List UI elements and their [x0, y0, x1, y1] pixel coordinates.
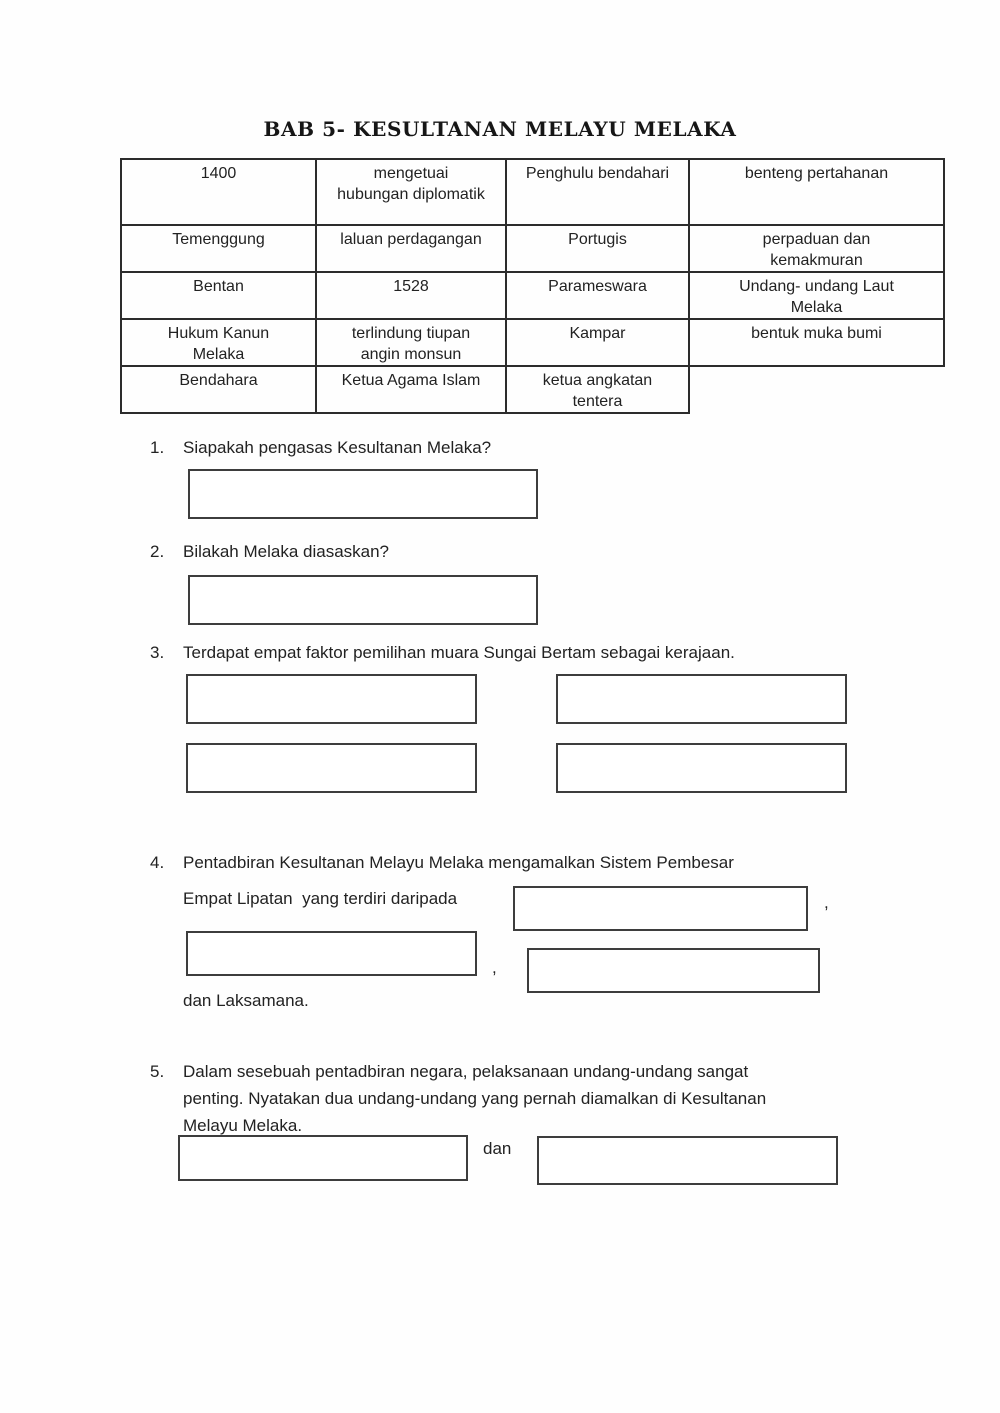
answer-box-q3-factor-2[interactable]	[556, 674, 847, 724]
word-bank-cell: Ketua Agama Islam	[315, 365, 507, 414]
word-bank-table: 1400 mengetuai hubungan diplomatik Pengh…	[120, 158, 945, 414]
question-4-text-line-end: dan Laksamana.	[183, 991, 309, 1010]
word-bank-row: Temenggung laluan perdagangan Portugis p…	[120, 224, 945, 273]
question-5-number: 5.	[150, 1062, 165, 1081]
question-4-text-line-1: Pentadbiran Kesultanan Melayu Melaka men…	[183, 853, 734, 872]
word-bank-cell: Kampar	[505, 318, 690, 367]
question-5-line-1: 5. Dalam sesebuah pentadbiran negara, pel…	[150, 1061, 748, 1082]
question-5-text-line-3: Melayu Melaka.	[183, 1116, 303, 1135]
word-bank-cell: 1528	[315, 271, 507, 320]
question-4-line-2: Empat Lipatan yang terdiri daripada	[183, 888, 457, 909]
answer-box-q5-law-1[interactable]	[178, 1135, 468, 1181]
word-bank-cell: 1400	[120, 158, 317, 226]
question-2: 2. Bilakah Melaka diasaskan?	[150, 541, 389, 562]
word-bank-cell: Hukum Kanun Melaka	[120, 318, 317, 367]
answer-box-q4-pembesar-2[interactable]	[186, 931, 477, 976]
question-4-text-line-2: Empat Lipatan yang terdiri daripada	[183, 889, 458, 908]
word-bank-cell: benteng pertahanan	[688, 158, 945, 226]
question-1: 1. Siapakah pengasas Kesultanan Melaka?	[150, 437, 491, 458]
question-3-text: Terdapat empat faktor pemilihan muara Su…	[183, 643, 735, 662]
word-bank-cell: Bentan	[120, 271, 317, 320]
answer-box-q3-factor-1[interactable]	[186, 674, 477, 724]
question-3: 3. Terdapat empat faktor pemilihan muara …	[150, 642, 735, 663]
answer-box-q4-pembesar-1[interactable]	[513, 886, 808, 931]
word-bank-cell: Penghulu bendahari	[505, 158, 690, 226]
answer-box-q3-factor-4[interactable]	[556, 743, 847, 793]
word-bank-cell: Parameswara	[505, 271, 690, 320]
answer-box-q5-law-2[interactable]	[537, 1136, 838, 1185]
word-bank-cell: mengetuai hubungan diplomatik	[315, 158, 507, 226]
question-1-number: 1.	[150, 438, 165, 457]
comma-after-q4-box-2: ,	[492, 958, 497, 977]
word-bank-cell: terlindung tiupan angin monsun	[315, 318, 507, 367]
word-bank-row: 1400 mengetuai hubungan diplomatik Pengh…	[120, 158, 945, 226]
answer-box-q2[interactable]	[188, 575, 538, 625]
word-bank-cell: perpaduan dan kemakmuran	[688, 224, 945, 273]
worksheet-title: BAB 5- KESULTANAN MELAYU MELAKA	[263, 117, 737, 141]
word-bank-row: Bendahara Ketua Agama Islam ketua angkat…	[120, 365, 944, 414]
question-4-line-end: dan Laksamana.	[183, 990, 309, 1011]
question-2-number: 2.	[150, 542, 165, 561]
word-bank-cell: ketua angkatan tentera	[505, 365, 690, 414]
question-1-text: Siapakah pengasas Kesultanan Melaka?	[183, 438, 492, 457]
word-bank-cell: Portugis	[505, 224, 690, 273]
q5-connector: dan	[483, 1139, 512, 1158]
word-bank-cell: Bendahara	[120, 365, 317, 414]
word-bank-cell: laluan perdagangan	[315, 224, 507, 273]
question-4-number: 4.	[150, 853, 165, 872]
question-3-number: 3.	[150, 643, 165, 662]
word-bank-cell: Temenggung	[120, 224, 317, 273]
question-5-line-3: Melayu Melaka.	[183, 1115, 302, 1136]
word-bank-row: Bentan 1528 Parameswara Undang- undang L…	[120, 271, 945, 320]
word-bank-cell: bentuk muka bumi	[688, 318, 945, 367]
question-4-line-1: 4. Pentadbiran Kesultanan Melayu Melaka m…	[150, 852, 734, 873]
question-5-text-line-1: Dalam sesebuah pentadbiran negara, pelak…	[183, 1062, 749, 1081]
question-2-text: Bilakah Melaka diasaskan?	[183, 542, 390, 561]
comma-after-q4-box-1: ,	[824, 893, 829, 912]
word-bank-row: Hukum Kanun Melaka terlindung tiupan ang…	[120, 318, 945, 367]
answer-box-q3-factor-3[interactable]	[186, 743, 477, 793]
answer-box-q1[interactable]	[188, 469, 538, 519]
question-5-line-2: penting. Nyatakan dua undang-undang yang…	[183, 1088, 766, 1109]
question-5-text-line-2: penting. Nyatakan dua undang-undang yang…	[183, 1089, 767, 1108]
word-bank-cell: Undang- undang Laut Melaka	[688, 271, 945, 320]
answer-box-q4-pembesar-3[interactable]	[527, 948, 820, 993]
